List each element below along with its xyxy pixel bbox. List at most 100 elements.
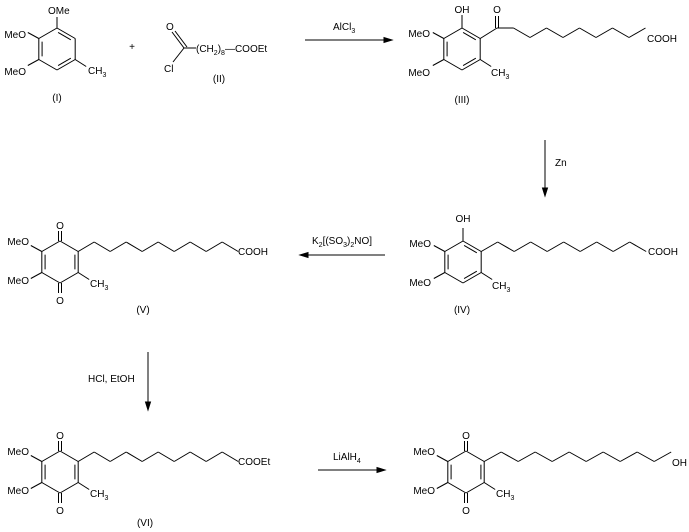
quinone-oxygen-label: O xyxy=(462,506,470,517)
plus-sign: + xyxy=(129,42,135,53)
chain-bond xyxy=(530,241,548,252)
compound-V: O O MeO MeO CH3 COOH (V) xyxy=(7,221,268,316)
chain-bond xyxy=(568,451,587,462)
ring-bond xyxy=(56,59,76,71)
arrowhead xyxy=(298,251,309,259)
ring-bond xyxy=(59,450,79,462)
chain-bond xyxy=(483,451,502,462)
compound-VI: O O MeO MeO CH3 COOEt (VI) xyxy=(7,431,270,529)
reagent-fremy-salt: K2[(SO3)2NO] xyxy=(312,236,372,249)
chain-bond xyxy=(562,27,580,38)
chain-bond xyxy=(125,241,143,252)
ring-bond xyxy=(465,450,485,462)
ring-bond xyxy=(447,450,467,462)
chain-bond xyxy=(173,451,191,462)
compound-II: O Cl (CH2)8—COOEt (II) xyxy=(164,22,267,85)
ring-bond xyxy=(462,272,482,284)
chain-bond xyxy=(500,451,519,462)
quinone-oxygen-label: O xyxy=(56,506,64,517)
compound-label: (V) xyxy=(136,305,149,316)
compound-III: OH O MeO MeO CH3 COOH (III) xyxy=(408,5,677,106)
ring-bond xyxy=(59,240,79,252)
ester-label: COOEt xyxy=(238,457,270,468)
meo-label: MeO xyxy=(408,29,430,40)
ring-bond xyxy=(447,482,467,494)
ring-bond xyxy=(461,59,481,71)
bond xyxy=(30,245,43,252)
chain-bond xyxy=(497,241,515,252)
bond xyxy=(436,482,449,489)
methyl-label: CH3 xyxy=(496,489,514,502)
chain-bond xyxy=(189,451,207,462)
chain-bond xyxy=(585,451,604,462)
meo-label: MeO xyxy=(409,239,431,250)
chain-formula: (CH2)8—COOEt xyxy=(196,44,267,57)
ring-bond xyxy=(443,59,463,71)
chain-bond xyxy=(629,241,647,252)
chain-bond xyxy=(653,451,672,462)
quinone-oxygen-label: O xyxy=(56,431,64,442)
methyl-label: CH3 xyxy=(90,279,108,292)
ring-bond xyxy=(461,27,481,39)
ring-bond xyxy=(444,240,464,252)
reagent-zn: Zn xyxy=(555,158,567,169)
compound-I: OMe MeO MeO CH3 (I) xyxy=(4,6,106,104)
bond xyxy=(436,455,449,462)
chain-bond xyxy=(480,241,498,252)
ring-bond xyxy=(38,59,58,71)
bond xyxy=(480,272,493,280)
compound-label: (III) xyxy=(455,95,470,106)
double-bond xyxy=(57,31,72,41)
chain-bond xyxy=(513,241,531,252)
chain-bond xyxy=(221,451,239,462)
meo-label: MeO xyxy=(409,278,431,289)
bond xyxy=(30,482,43,489)
chain-bond xyxy=(596,241,614,252)
chain-bond xyxy=(636,451,655,462)
bond xyxy=(74,59,87,67)
chain-bond xyxy=(579,241,597,252)
ring-bond xyxy=(41,272,61,284)
chain-bond xyxy=(189,241,207,252)
chain-bond xyxy=(563,241,581,252)
chain-bond xyxy=(77,241,95,252)
bond xyxy=(77,272,90,280)
chain-bond xyxy=(529,27,547,38)
chain-bond xyxy=(93,451,111,462)
reagent-alcl3: AlCl3 xyxy=(333,22,355,35)
meo-label: MeO xyxy=(4,67,26,78)
methyl-label: CH3 xyxy=(491,68,509,81)
carboxylic-acid-label: COOH xyxy=(238,247,268,258)
hydroxyl-label: OH xyxy=(672,458,687,469)
double-bond xyxy=(462,31,477,41)
ring-bond xyxy=(41,450,61,462)
meo-label: MeO xyxy=(7,237,29,248)
bond xyxy=(171,31,185,49)
bond xyxy=(479,27,498,39)
meo-label: MeO xyxy=(7,486,29,497)
bond xyxy=(30,272,43,279)
bond xyxy=(172,47,185,63)
methyl-label: CH3 xyxy=(492,281,510,294)
chain-bond xyxy=(551,451,570,462)
ketone-oxygen-label: O xyxy=(493,5,501,16)
ring-bond xyxy=(56,27,76,39)
bond xyxy=(433,272,446,279)
bond xyxy=(479,59,492,67)
chain-bond xyxy=(546,27,564,38)
compound-label: (II) xyxy=(213,74,225,85)
compound-label: (IV) xyxy=(454,305,470,316)
meo-label: MeO xyxy=(4,30,26,41)
chain-bond xyxy=(534,451,553,462)
chain-bond xyxy=(221,241,239,252)
compound-product: O O MeO MeO CH3 OH xyxy=(413,431,687,517)
chain-bond xyxy=(546,241,564,252)
bond xyxy=(174,30,188,48)
compound-label: (I) xyxy=(52,93,61,104)
ring-bond xyxy=(444,272,464,284)
chain-bond xyxy=(93,241,111,252)
ring-bond xyxy=(462,240,482,252)
chain-bond xyxy=(157,241,175,252)
double-bond xyxy=(462,57,477,67)
